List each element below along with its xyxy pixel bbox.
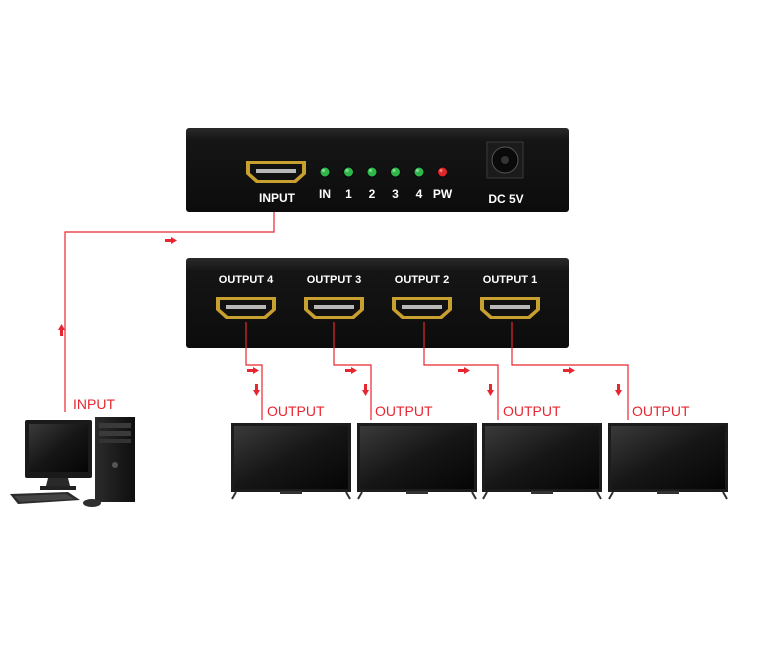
monitor-icon [608,423,728,500]
output-port-label: OUTPUT 2 [395,274,449,286]
status-led-icon [343,166,354,178]
led-label: 4 [416,187,423,201]
arrow-right-icon [165,237,177,244]
monitor-icon [482,423,602,500]
status-led-group: IN 1 2 3 4 PW [319,166,453,201]
led-label: 3 [392,187,399,201]
arrow-down-icon [487,384,494,396]
hdmi-output-port-icon [480,297,540,319]
led-highlight [416,169,419,172]
power-input-label: DC 5V [488,192,523,206]
splitter-front-panel: INPUT IN 1 2 3 4 PW DC 5V [186,128,569,212]
led-highlight [322,169,325,172]
input-connection-line [64,212,275,412]
splitter-back-panel: OUTPUT 4 OUTPUT 3 OUTPUT 2 OUTPUT 1 [186,258,569,348]
hdmi-output-port-icon [304,297,364,319]
arrow-up-icon [58,324,65,336]
led-label: PW [433,187,453,201]
monitor-output-label: OUTPUT [503,403,561,419]
arrow-down-icon [615,384,622,396]
mouse-icon [83,499,101,507]
output-port-label: OUTPUT 3 [307,274,361,286]
hdmi-output-port-icon [216,297,276,319]
arrow-right-icon [563,367,575,374]
status-led-icon [366,166,378,178]
desktop-computer-icon [10,417,135,507]
arrow-down-icon [253,384,260,396]
dc-power-jack-icon [486,141,524,179]
direction-arrows [58,237,622,396]
status-led-icon [437,166,448,178]
computer-input-label: INPUT [73,396,115,412]
hdmi-output-port-icon [392,297,452,319]
splitter-back-body [186,258,569,348]
led-label: 1 [345,187,352,201]
led-highlight [439,169,443,172]
computer-tower [95,417,135,502]
monitor-output-label: OUTPUT [375,403,433,419]
output-connection-line [245,322,263,420]
output-connection-line [511,322,629,420]
led-highlight [345,169,349,172]
status-led-icon [390,166,401,178]
led-label: IN [319,187,331,201]
splitter-front-body [186,128,569,212]
led-highlight [392,169,396,172]
status-led-icon [413,166,425,178]
monitor-output-label: OUTPUT [267,403,325,419]
led-highlight [369,169,372,172]
monitor-icon [231,423,351,500]
output-port-label: OUTPUT 4 [219,274,274,286]
arrow-right-icon [458,367,470,374]
hdmi-input-port-icon [246,161,306,183]
arrow-down-icon [362,384,369,396]
monitor-output-label: OUTPUT [632,403,690,419]
arrow-right-icon [345,367,357,374]
input-port-label: INPUT [259,191,296,205]
status-led-icon [319,166,331,178]
led-label: 2 [369,187,376,201]
output-connection-line [333,322,372,420]
output-port-label: OUTPUT 1 [483,274,537,286]
arrow-right-icon [247,367,259,374]
output-connection-line [423,322,499,420]
connection-lines [64,212,629,420]
monitor-icon [357,423,477,500]
